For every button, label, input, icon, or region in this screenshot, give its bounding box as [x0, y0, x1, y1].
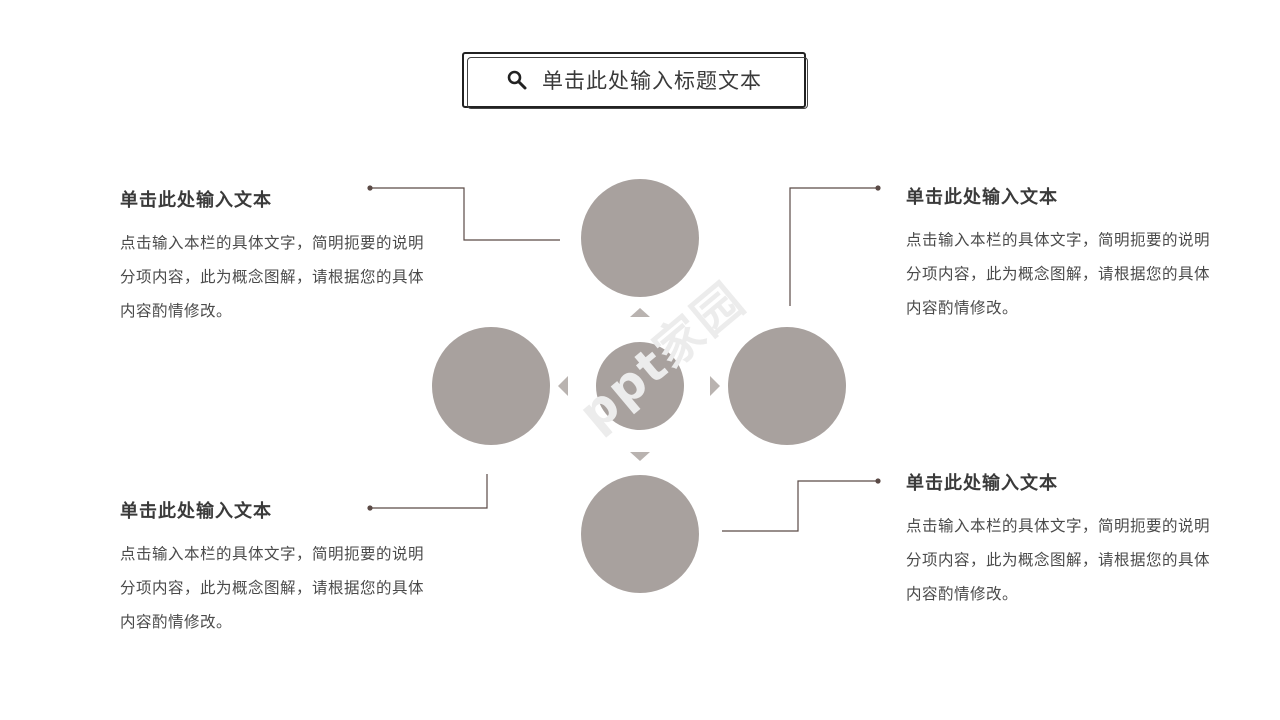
text-block-top-right: 单击此处输入文本 点击输入本栏的具体文字，简明扼要的说明分项内容，此为概念图解，… [906, 183, 1216, 325]
connector-dot-bottom-left [367, 505, 373, 511]
block-heading: 单击此处输入文本 [906, 187, 1058, 208]
circle-center [596, 342, 684, 430]
arrow-up-icon [630, 308, 650, 317]
block-heading: 单击此处输入文本 [120, 190, 272, 211]
connector-dot-top-left [367, 185, 373, 191]
text-block-bottom-right: 单击此处输入文本 点击输入本栏的具体文字，简明扼要的说明分项内容，此为概念图解，… [906, 469, 1216, 611]
text-block-top-left: 单击此处输入文本 点击输入本栏的具体文字，简明扼要的说明分项内容，此为概念图解，… [120, 186, 430, 328]
block-body: 点击输入本栏的具体文字，简明扼要的说明分项内容，此为概念图解，请根据您的具体内容… [120, 234, 425, 320]
circle-left [432, 327, 550, 445]
circle-top [581, 179, 699, 297]
block-heading: 单击此处输入文本 [120, 501, 272, 522]
circle-bottom [581, 475, 699, 593]
connector-dot-top-right [875, 185, 881, 191]
arrow-left-icon [558, 376, 568, 396]
block-heading: 单击此处输入文本 [906, 473, 1058, 494]
connector-top-right [789, 187, 878, 306]
block-body: 点击输入本栏的具体文字，简明扼要的说明分项内容，此为概念图解，请根据您的具体内容… [906, 517, 1211, 603]
block-body: 点击输入本栏的具体文字，简明扼要的说明分项内容，此为概念图解，请根据您的具体内容… [906, 231, 1211, 317]
connector-dot-bottom-right [875, 478, 881, 484]
page-title: 单击此处输入标题文本 [542, 69, 762, 93]
block-body: 点击输入本栏的具体文字，简明扼要的说明分项内容，此为概念图解，请根据您的具体内容… [120, 545, 425, 631]
arrow-down-icon [630, 452, 650, 461]
text-block-bottom-left: 单击此处输入文本 点击输入本栏的具体文字，简明扼要的说明分项内容，此为概念图解，… [120, 497, 430, 639]
connector-top-left [370, 187, 560, 241]
connector-lines [370, 187, 878, 532]
connector-bottom-left [370, 474, 488, 509]
connector-bottom-right [722, 480, 878, 532]
search-icon [507, 70, 527, 90]
arrow-right-icon [710, 376, 720, 396]
circle-right [728, 327, 846, 445]
